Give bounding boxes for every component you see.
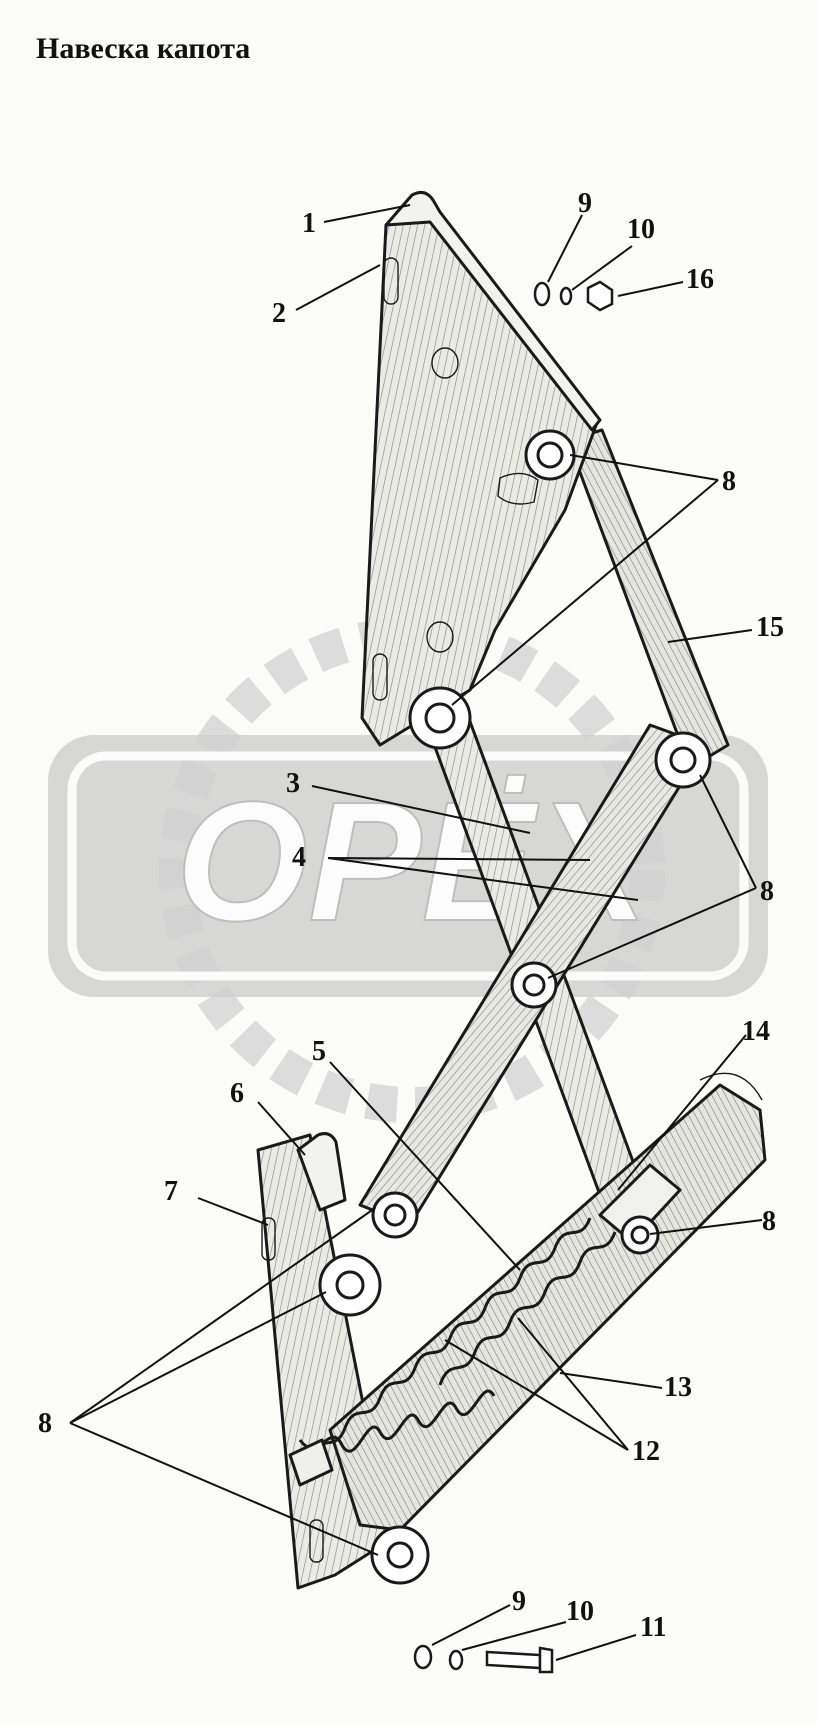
slot-lower-2 xyxy=(309,1519,324,1563)
slot-lower-1 xyxy=(261,1217,276,1261)
lower-bracket-flange-6 xyxy=(296,1132,347,1212)
callout-8-mid: 8 xyxy=(760,876,774,907)
callout-10-bottom: 10 xyxy=(566,1596,594,1627)
hole-upper-1 xyxy=(431,347,459,379)
slot-upper-2 xyxy=(372,653,388,701)
hole-upper-2 xyxy=(426,621,454,653)
leader-lines xyxy=(69,204,763,1661)
callout-11: 11 xyxy=(640,1612,666,1643)
bolt-11-shank xyxy=(485,1650,542,1670)
callout-8-top: 8 xyxy=(722,466,736,497)
callout-1: 1 xyxy=(302,208,316,239)
bolt-11-head xyxy=(538,1646,554,1674)
callout-labels: 1 2 9 10 16 8 15 3 4 8 14 5 6 7 8 13 8 1… xyxy=(38,188,784,1643)
callout-10-top: 10 xyxy=(627,214,655,245)
spring-end-stop xyxy=(288,1438,334,1487)
fasteners-top xyxy=(533,280,614,312)
callout-13: 13 xyxy=(664,1372,692,1403)
washer-9-top xyxy=(533,281,551,307)
callout-15: 15 xyxy=(756,612,784,643)
lock-washer-10-top xyxy=(559,286,573,306)
page-title: Навеска капота xyxy=(36,32,251,65)
slot-upper-1 xyxy=(383,257,399,305)
upper-bracket-flange-1 xyxy=(384,190,602,432)
springs-12 xyxy=(298,1217,617,1461)
callout-3: 3 xyxy=(286,768,300,799)
callout-9-bottom: 9 xyxy=(512,1586,526,1617)
callout-2: 2 xyxy=(272,298,286,329)
callout-16: 16 xyxy=(686,264,714,295)
lock-washer-10-bottom xyxy=(448,1649,464,1671)
callout-9-top: 9 xyxy=(578,188,592,219)
fasteners-bottom xyxy=(413,1644,554,1674)
rail-end xyxy=(699,1072,763,1101)
callout-6: 6 xyxy=(230,1078,244,1109)
callout-7: 7 xyxy=(164,1176,178,1207)
callout-14: 14 xyxy=(742,1016,770,1047)
callout-4: 4 xyxy=(292,842,306,873)
callout-5: 5 xyxy=(312,1036,326,1067)
pivot-group xyxy=(318,429,712,1585)
washer-9-bottom xyxy=(413,1644,433,1670)
callout-12: 12 xyxy=(632,1436,660,1467)
callout-8-lower: 8 xyxy=(38,1408,52,1439)
callout-8-spring: 8 xyxy=(762,1206,776,1237)
nut-16 xyxy=(586,280,614,312)
stop-tab xyxy=(497,472,539,505)
